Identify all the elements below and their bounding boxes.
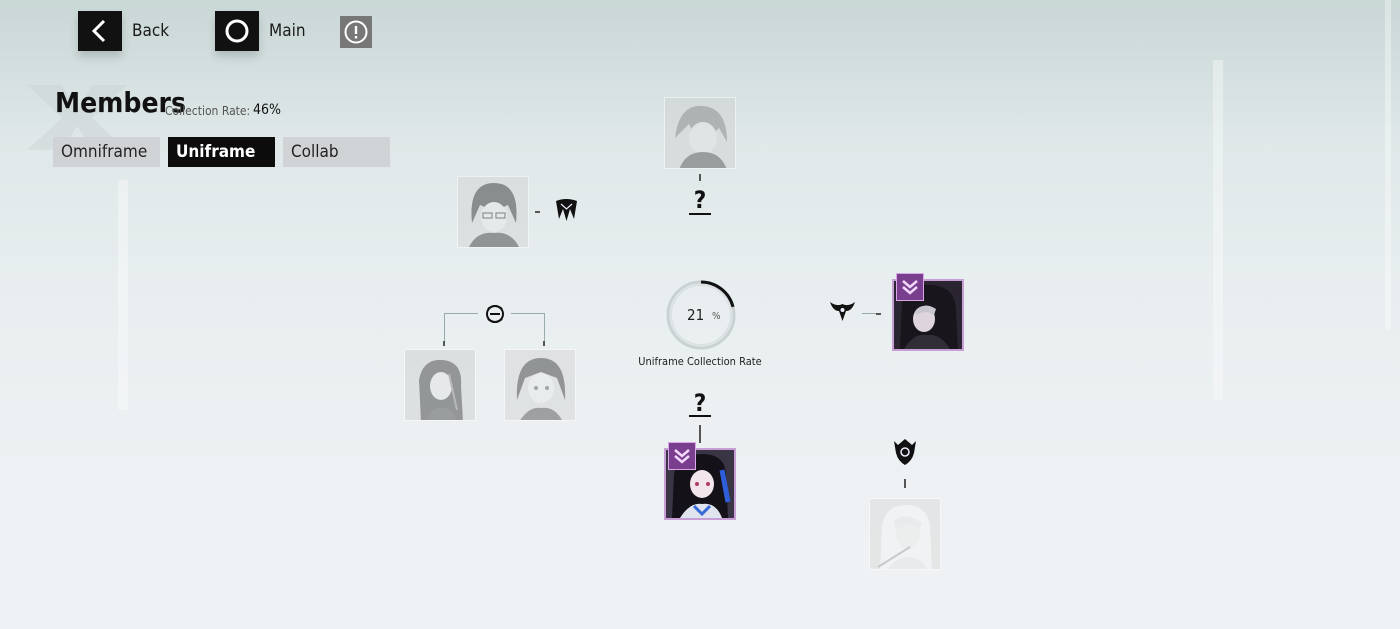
faction-crest-icon [894,439,916,465]
rank-badge [668,442,696,470]
collection-progress-ring [666,280,736,350]
uniframe-rate-value: 21 [687,306,705,324]
faction-bat-icon [830,302,855,321]
member-portrait-top[interactable] [664,97,736,169]
background-emblem-icon [27,85,127,150]
collection-progress-arc [666,280,736,350]
background-pillar [118,180,128,410]
tab-collab[interactable]: Collab [283,137,390,167]
connector-line [699,425,701,443]
info-button[interactable] [340,16,372,48]
connector-line [444,313,445,341]
tab-omniframe[interactable]: Omniframe [53,137,160,167]
member-portrait-left-lower-a[interactable] [404,349,476,421]
page-title: Members [55,86,186,119]
back-label: Back [132,21,170,41]
member-portrait-left-lower-b[interactable] [504,349,576,421]
circle-icon [215,11,259,51]
connector-line [511,313,545,314]
chevron-left-icon [78,11,122,51]
connector-line [543,341,545,346]
info-icon [344,20,368,44]
double-chevron-down-icon [674,449,690,464]
connector-line [544,313,545,341]
member-portrait-bottom-right[interactable] [869,498,941,570]
collection-rate-label: Collection Rate: [165,104,251,118]
connector-line [904,479,906,488]
rank-badge [896,273,924,301]
unknown-mark-underline [689,213,711,215]
unknown-faction-mark: ? [693,389,707,417]
connector-line [535,211,540,213]
back-button[interactable]: Back [78,11,169,51]
connector-line [699,174,701,181]
faction-emblem-icon [556,199,577,221]
faction-serpent-icon [486,305,504,323]
connector-line [862,313,876,314]
member-portrait-left-upper[interactable] [457,176,529,248]
main-label: Main [269,21,306,41]
background-pillar [1385,0,1391,330]
uniframe-rate-label: Uniframe Collection Rate [638,355,762,368]
collection-rate-value: 46% [253,102,281,118]
connector-line [876,313,881,315]
unknown-faction-mark: ? [693,186,707,214]
unknown-mark-underline [689,415,711,417]
connector-line [443,341,445,346]
uniframe-rate-unit: % [712,311,721,322]
connector-line [444,313,478,314]
background-pillar [1213,60,1223,400]
tab-uniframe[interactable]: Uniframe [168,137,275,167]
main-button[interactable]: Main [215,11,306,51]
double-chevron-down-icon [902,280,918,295]
